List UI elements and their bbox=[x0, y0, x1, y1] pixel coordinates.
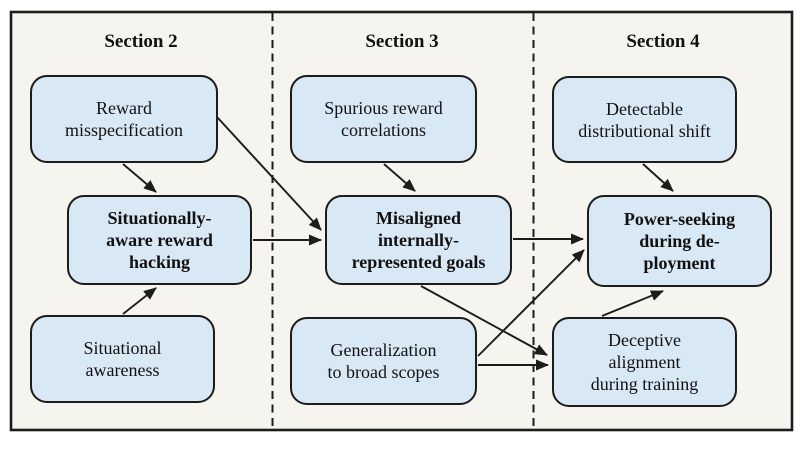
arrow-situational-awareness-to-situationally-aware-reward-hacking bbox=[122, 287, 157, 315]
arrow-detectable-distributional-shift-to-power-seeking bbox=[642, 163, 674, 192]
node-situational-awareness: Situational awareness bbox=[30, 315, 215, 403]
arrow-reward-misspecification-to-situationally-aware-reward-hacking bbox=[122, 163, 157, 193]
node-generalization-to-broad-scopes: Generalization to broad scopes bbox=[290, 317, 477, 405]
node-reward-misspecification: Reward misspecification bbox=[30, 75, 218, 163]
section-3-title: Section 3 bbox=[365, 31, 439, 52]
node-situationally-aware-reward-hacking: Situationally- aware reward hacking bbox=[67, 195, 252, 285]
node-detectable-distributional-shift: Detectable distributional shift bbox=[552, 76, 737, 163]
arrow-misaligned-goals-to-deceptive-alignment bbox=[420, 285, 548, 356]
arrow-deceptive-alignment-to-power-seeking bbox=[601, 290, 664, 317]
node-misaligned-internally-represented-goals: Misaligned internally- represented goals bbox=[325, 195, 512, 285]
arrow-spurious-reward-correlations-to-misaligned-goals bbox=[383, 163, 416, 192]
node-power-seeking-during-deployment: Power-seeking during de- ployment bbox=[587, 195, 772, 287]
section-4-title: Section 4 bbox=[626, 31, 700, 52]
arrow-generalization-broad-scopes-to-power-seeking bbox=[477, 249, 585, 357]
section-2-title: Section 2 bbox=[104, 31, 178, 52]
node-deceptive-alignment-during-training: Deceptive alignment during training bbox=[552, 317, 737, 407]
arrow-reward-misspecification-to-misaligned-goals bbox=[216, 116, 322, 231]
node-spurious-reward-correlations: Spurious reward correlations bbox=[290, 75, 477, 163]
